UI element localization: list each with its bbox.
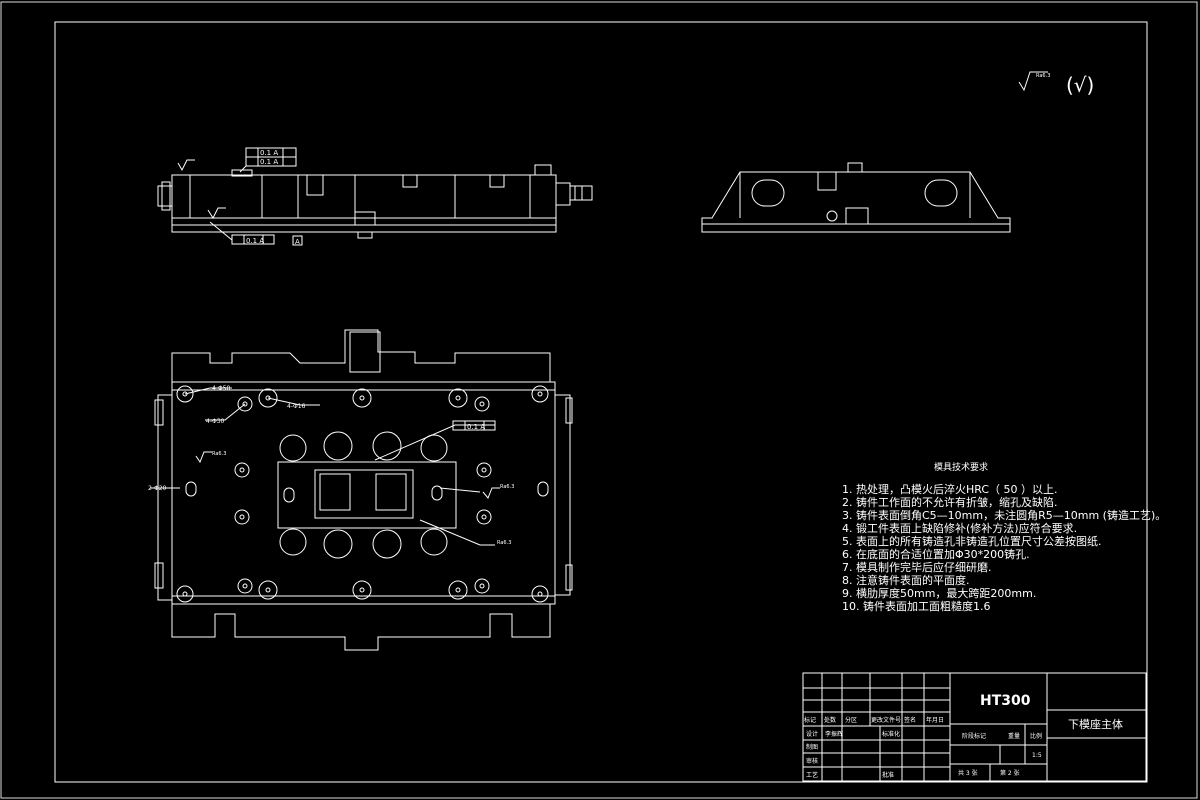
requirements-title: 模具技术要求: [934, 463, 989, 473]
svg-text:2-Φ20: 2-Φ20: [148, 485, 167, 492]
front-view: 0.1 A 0.1 A 0.1 A A: [157, 147, 593, 246]
title-block: 标记 处数 分区 更改文件号 签名 年月日 设计 李振辉 标准化 制图 审核 工…: [802, 672, 1147, 782]
svg-text:下模座主体: 下模座主体: [1068, 717, 1123, 731]
svg-text:0.1 A: 0.1 A: [467, 423, 485, 431]
svg-text:标准化: 标准化: [882, 730, 900, 738]
svg-text:A: A: [295, 238, 300, 246]
svg-text:设计: 设计: [806, 730, 818, 738]
requirement-item: 4. 锻工件表面上缺陷修补(修补方法)应符合要求.: [842, 522, 1078, 535]
inner-border: [54, 21, 1148, 783]
svg-text:制图: 制图: [806, 743, 818, 751]
surface-roughness-symbol: Ra6.3 (√): [1018, 71, 1094, 97]
svg-text:处数: 处数: [824, 716, 836, 724]
svg-text:批准: 批准: [882, 771, 894, 779]
svg-text:HT300: HT300: [980, 693, 1031, 709]
svg-text:4-Φ50: 4-Φ50: [212, 385, 231, 392]
svg-text:4-Φ16: 4-Φ16: [287, 403, 306, 410]
requirement-item: 9. 横肋厚度50mm，最大跨距200mm.: [842, 587, 1037, 600]
requirement-item: 7. 模具制作完毕后应仔细研磨.: [842, 561, 992, 574]
svg-text:1:5: 1:5: [1032, 752, 1042, 759]
svg-text:0.1 A: 0.1 A: [260, 149, 278, 157]
svg-text:分区: 分区: [845, 716, 857, 724]
requirement-item: 3. 铸件表面倒角C5—10mm，未注圆角R5—10mm (铸造工艺)。: [842, 509, 1167, 522]
side-view: [701, 162, 1011, 233]
requirement-item: 8. 注意铸件表面的平面度.: [842, 574, 970, 587]
svg-text:签名: 签名: [904, 716, 916, 724]
requirement-item: 1. 热处理，凸模火后淬火HRC（ 50 ）以上.: [842, 483, 1058, 496]
svg-text:审核: 审核: [806, 757, 818, 765]
svg-text:Ra6.3: Ra6.3: [212, 451, 226, 457]
svg-text:共 3 张: 共 3 张: [958, 769, 978, 777]
svg-text:李振辉: 李振辉: [825, 730, 843, 738]
svg-text:更改文件号: 更改文件号: [871, 716, 901, 724]
svg-text:0.1 A: 0.1 A: [246, 237, 264, 245]
svg-text:年月日: 年月日: [926, 716, 944, 724]
requirement-item: 10. 铸件表面加工面粗糙度1.6: [842, 600, 991, 613]
plan-view: 0.1 A 4-Φ50 4-Φ30 4-Φ16 2-Φ20 Ra6.3 Ra6.…: [148, 329, 573, 651]
svg-text:比例: 比例: [1030, 732, 1042, 740]
svg-text:(√): (√): [1066, 73, 1094, 97]
svg-text:Ra6.3: Ra6.3: [500, 484, 514, 490]
svg-text:标记: 标记: [804, 716, 816, 724]
svg-text:Ra6.3: Ra6.3: [497, 540, 511, 546]
svg-text:4-Φ30: 4-Φ30: [206, 418, 225, 425]
svg-text:0.1 A: 0.1 A: [260, 158, 278, 166]
svg-text:重量: 重量: [1008, 732, 1020, 740]
svg-text:工艺: 工艺: [806, 771, 818, 779]
svg-text:阶段标记: 阶段标记: [962, 732, 986, 740]
svg-text:第 2 张: 第 2 张: [1000, 769, 1020, 777]
requirement-item: 5. 表面上的所有铸造孔非铸造孔位置尺寸公差按图纸.: [842, 535, 1102, 548]
requirement-item: 2. 铸件工作面的不允许有折皱，缩孔及缺陷.: [842, 496, 1058, 509]
svg-text:Ra6.3: Ra6.3: [1036, 73, 1050, 79]
requirement-item: 6. 在底面的合适位置加Φ30*200铸孔.: [842, 548, 1030, 561]
